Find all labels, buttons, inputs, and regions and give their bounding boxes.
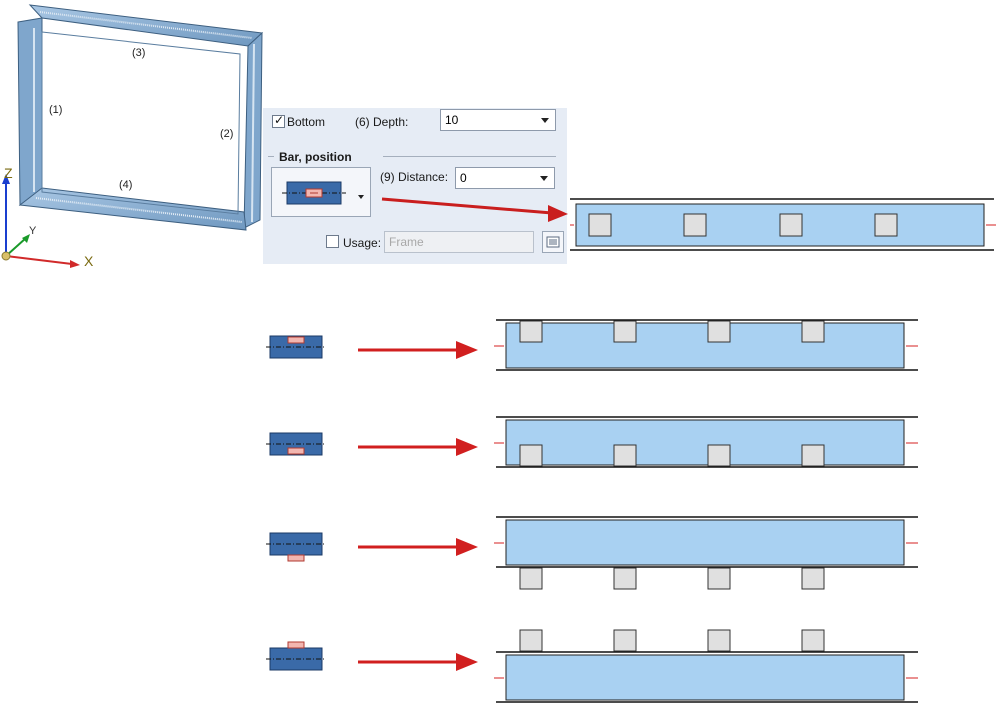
chevron-down-icon: [540, 176, 548, 181]
bar-block: [519, 629, 543, 652]
profile-example-selected: [570, 198, 996, 251]
embedded-blocks: [588, 213, 898, 237]
bar-block: [613, 567, 637, 590]
frame-label-2: (2): [220, 128, 234, 140]
arrow-outside-bottom: [358, 538, 478, 556]
checkmark-icon: ✓: [274, 113, 285, 127]
bar-block: [519, 320, 543, 343]
usage-value: Frame: [389, 235, 424, 249]
frame-bottom-bar: [18, 187, 247, 231]
bar-position-group-title: Bar, position: [279, 150, 352, 164]
catalog-button[interactable]: [542, 231, 564, 253]
distance-select[interactable]: 0: [455, 167, 555, 189]
axis-x-label: X: [84, 253, 94, 269]
distance-label: (9) Distance:: [380, 170, 449, 184]
arrow-embedded-bottom: [358, 438, 478, 456]
bar-block: [801, 567, 825, 590]
arrow-embedded-top: [358, 341, 478, 359]
profile-embedded-top: [494, 319, 918, 371]
profile-outside-bottom: [494, 516, 918, 590]
bar-position-icon: [282, 181, 364, 205]
frame-label-3: (3): [132, 47, 146, 59]
usage-checkbox[interactable]: [326, 235, 339, 248]
position-icon-embedded-top: [266, 335, 326, 359]
axis-triad-icon: [1, 174, 80, 268]
bar-block: [519, 567, 543, 590]
bar-block: [707, 444, 731, 467]
depth-label: (6) Depth:: [355, 115, 409, 129]
bar-settings-dialog: ✓ Bottom (6) Depth: 10 Bar, position (9)…: [263, 108, 567, 264]
bar-block: [801, 629, 825, 652]
position-icon-embedded-bottom: [266, 432, 326, 456]
distance-value: 0: [460, 171, 467, 185]
bar-block: [613, 629, 637, 652]
depth-value: 10: [445, 113, 459, 127]
axis-z-label: Z: [4, 165, 13, 181]
frame-3d-illustration: [17, 4, 264, 231]
axis-y-label: Y: [29, 225, 37, 237]
bar-block: [707, 320, 731, 343]
usage-label: Usage:: [343, 236, 382, 250]
position-icon-outside-bottom: [266, 532, 326, 562]
bar-position-dropdown[interactable]: [271, 167, 371, 217]
depth-select[interactable]: 10: [440, 109, 556, 131]
chevron-down-icon: [541, 118, 549, 123]
position-icon-outside-top: [266, 641, 326, 671]
bar-block: [519, 444, 543, 467]
bar-block: [801, 320, 825, 343]
group-divider-left: [268, 156, 274, 157]
bar-block: [613, 444, 637, 467]
usage-input[interactable]: Frame: [384, 231, 534, 253]
bar-block: [801, 444, 825, 467]
catalog-icon: [546, 236, 560, 248]
bar-block: [613, 320, 637, 343]
bottom-checkbox[interactable]: ✓: [272, 113, 285, 128]
arrow-outside-top: [358, 653, 478, 671]
profile-outside-top: [494, 629, 918, 703]
frame-label-1: (1): [49, 104, 63, 116]
group-divider-right: [383, 156, 556, 157]
bar-block: [707, 567, 731, 590]
frame-label-4: (4): [119, 179, 133, 191]
profile-embedded-bottom: [494, 416, 918, 468]
bottom-label: Bottom: [287, 115, 326, 129]
bar-block: [707, 629, 731, 652]
